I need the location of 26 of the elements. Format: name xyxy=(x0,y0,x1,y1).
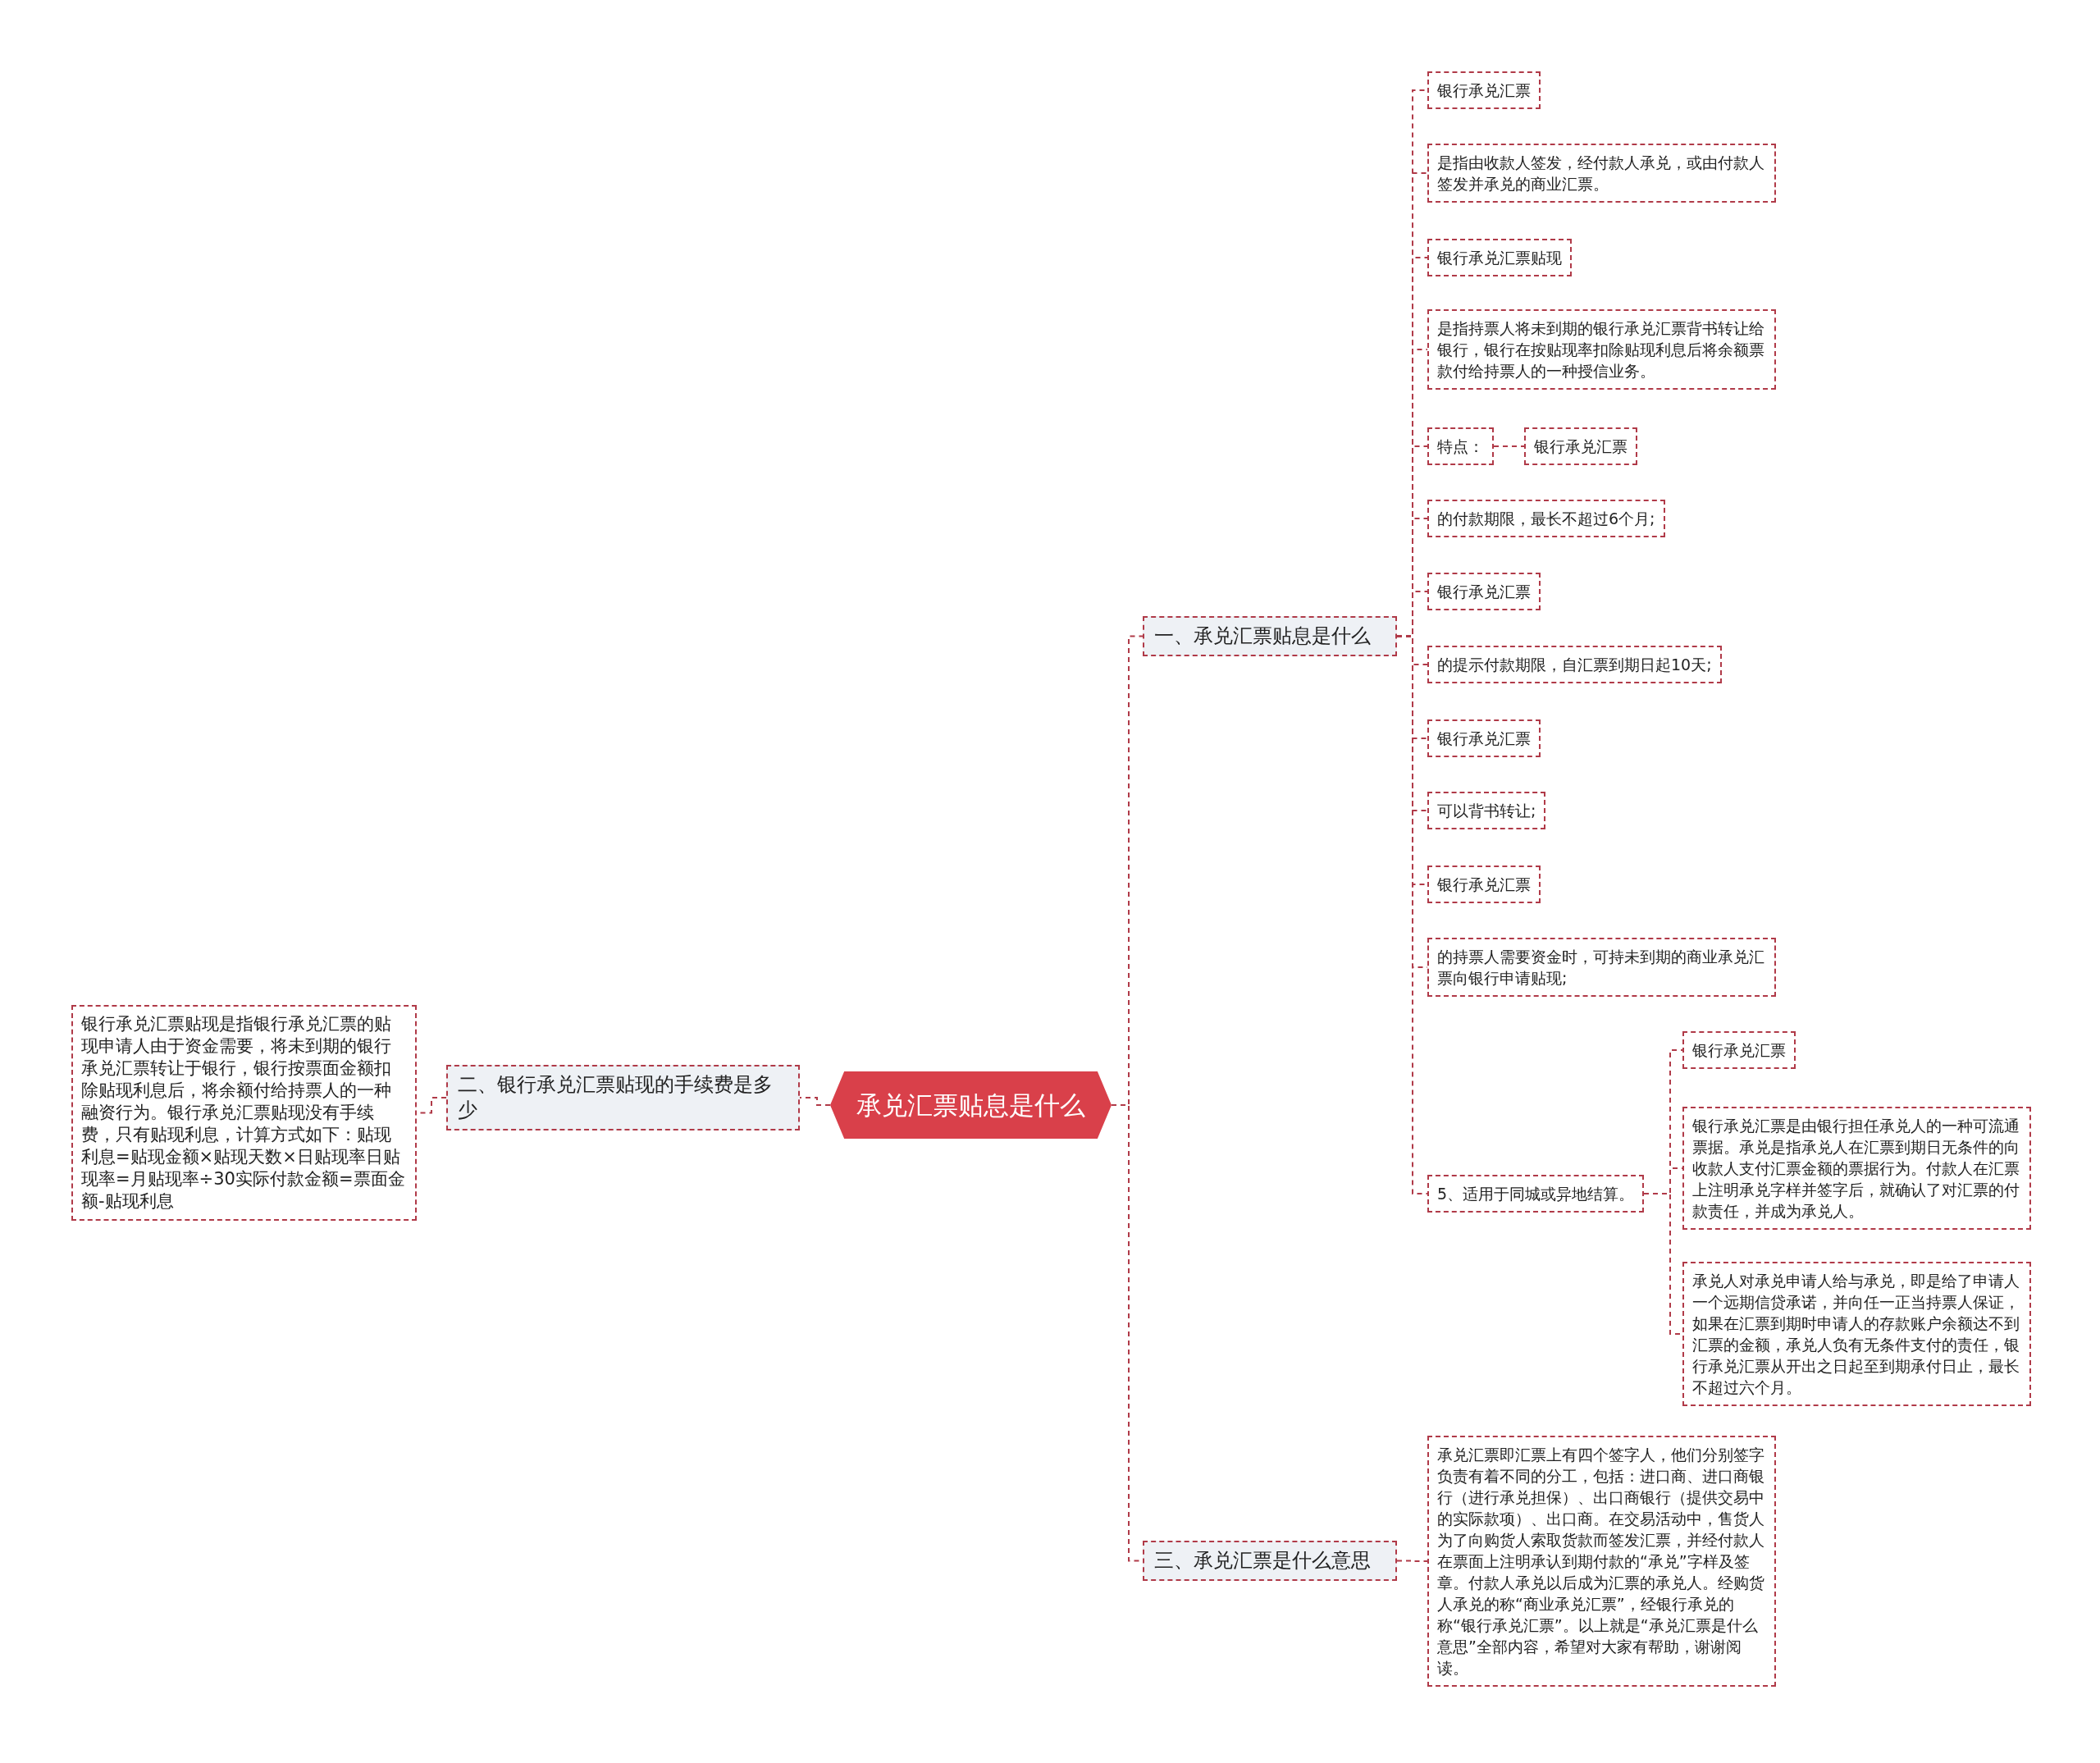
topic-box: 是指持票人将未到期的银行承兑汇票背书转让给银行，银行在按贴现率扣除贴现利息后将余额票款付给持票人的一种授信业务。 xyxy=(1427,309,1776,390)
topic-box: 银行承兑汇票 xyxy=(1427,71,1541,109)
topic-box: 可以背书转让; xyxy=(1427,792,1546,829)
topic-box: 银行承兑汇票 xyxy=(1524,427,1637,465)
connector-line xyxy=(1493,445,1525,447)
topic-box: 银行承兑汇票 xyxy=(1427,573,1541,610)
branch-topic: 二、银行承兑汇票贴现的手续费是多少 xyxy=(446,1065,800,1130)
topic-box: 银行承兑汇票 xyxy=(1427,719,1541,757)
topic-box: 银行承兑汇票 xyxy=(1682,1031,1796,1069)
topic-box: 特点： xyxy=(1427,427,1494,465)
topic-box: 银行承兑汇票 xyxy=(1427,866,1541,903)
topic-box: 承兑人对承兑申请人给与承兑，即是给了申请人一个远期信贷承诺，并向任一正当持票人保证，如果在汇票到期时申请人的存款账户余额达不到汇票的金额，承兑人负有无条件支付的责任，银行承兑汇票从开出之日起至到期承付日止，最长不超过六个月。 xyxy=(1682,1262,2031,1406)
topic-box: 5、适用于同城或异地结算。 xyxy=(1427,1175,1645,1213)
topic-box: 是指由收款人签发，经付款人承兑，或由付款人签发并承兑的商业汇票。 xyxy=(1427,144,1776,203)
topic-box: 承兑汇票即汇票上有四个签字人，他们分别签字负责有着不同的分工，包括：进口商、进口商银行（进行承兑担保）、出口商银行（提供交易中的实际款项）、出口商。在交易活动中，售货人为了向购货人索取货款而签发汇票，并经付款人在票面上注明承认到期付款的“承兑”字样及签章。付款人承兑以后成为汇票的承兑人。经购货人承兑的称“商业承兑汇票”，经银行承兑的称“银行承兑汇票”。以上就是“承兑汇票是什么意思”全部内容，希望对大家有帮助，谢谢阅读。 xyxy=(1427,1436,1776,1687)
connector-line xyxy=(1396,1560,1428,1562)
topic-box: 银行承兑汇票是由银行担任承兑人的一种可流通票据。承兑是指承兑人在汇票到期日无条件的向收款人支付汇票金额的票据行为。付款人在汇票上注明承兑字样并签字后，就确认了对汇票的付款责任，并成为承兑人。 xyxy=(1682,1107,2031,1230)
topic-box: 的提示付款期限，自汇票到期日起10天; xyxy=(1427,646,1722,683)
topic-box: 的付款期限，最长不超过6个月; xyxy=(1427,500,1665,537)
connector-line xyxy=(799,1097,831,1106)
topic-box: 银行承兑汇票贴现 xyxy=(1427,239,1572,276)
branch-topic: 一、承兑汇票贴息是什么 xyxy=(1143,616,1397,656)
central-topic: 承兑汇票贴息是什么 xyxy=(830,1071,1112,1139)
topic-box: 银行承兑汇票贴现是指银行承兑汇票的贴现申请人由于资金需要，将未到期的银行承兑汇票转让于银行，银行按票面金额扣除贴现利息后，将余额付给持票人的一种融资行为。银行承兑汇票贴现没有手续费，只有贴现利息，计算方式如下：贴现利息=贴现金额×贴现天数×日贴现率日贴现率=月贴现率÷30实际付款金额=票面金额-贴现利息 xyxy=(71,1005,417,1221)
topic-box: 的持票人需要资金时，可持未到期的商业承兑汇票向银行申请贴现; xyxy=(1427,938,1776,997)
branch-topic: 三、承兑汇票是什么意思 xyxy=(1143,1541,1397,1581)
